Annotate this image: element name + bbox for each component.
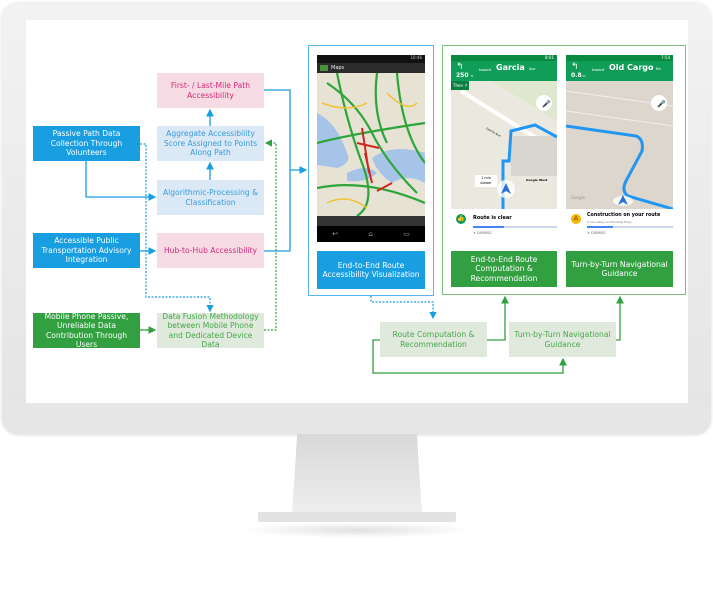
navigation-arrow-icon <box>618 195 628 205</box>
maps-app-bar: Maps <box>317 63 425 73</box>
map-label: Garcia Ave <box>486 126 502 138</box>
turn-by-turn-box: Turn-by-Turn Navigational Guidance <box>509 322 616 357</box>
route-computation-box: Route Computation & Recommendation <box>380 322 487 357</box>
route-computation-label-box: End-to-End Route Computation & Recommend… <box>451 251 557 287</box>
distance: 250 <box>456 72 469 79</box>
card-title: Route is clear <box>473 215 512 221</box>
data-fusion-box: Data Fusion Methodology between Mobile P… <box>157 311 264 349</box>
algorithmic-box: Algorithmic-Processing & Classification <box>157 180 264 215</box>
clock: 8:01 <box>545 55 554 60</box>
status-bar: 10:46 <box>317 55 425 63</box>
card-title: Construction on your route <box>587 213 661 218</box>
card-subtitle: 6 min delay on Kennedy Expy <box>587 220 632 224</box>
nav-map-1: Garcia Ave Google West 🎤 <box>451 81 557 217</box>
street-name: Garcia <box>496 63 525 72</box>
street-suffix: Ave <box>529 67 536 71</box>
aggregate-label: Aggregate Accessibility Score Assigned t… <box>163 129 258 158</box>
toward: toward <box>592 68 605 72</box>
monitor-shadow <box>240 522 474 538</box>
turn-by-turn-label: Turn-by-Turn Navigational Guidance <box>571 259 668 278</box>
turn-by-turn-text: Turn-by-Turn Navigational Guidance <box>514 330 611 349</box>
turn-left-icon: ↰ <box>456 62 464 72</box>
hub-to-hub-box: Hub-to-Hub Accessibility <box>157 233 264 268</box>
clock: 7:54 <box>661 55 670 60</box>
route-card: ⚠ Construction on your route 6 min delay… <box>566 209 673 242</box>
dismiss-label: DISMISS <box>477 231 492 235</box>
progress-fill <box>587 226 613 228</box>
nav-phone-2: 7:54 ↰ 0.8 mi toward Old Cargo Rd Google… <box>566 55 673 242</box>
visualization-label-box: End-to-End Route Accessibility Visualiza… <box>317 251 425 289</box>
map-label: Google <box>571 195 586 200</box>
public-transport-box: Accessible Public Transportation Advisor… <box>33 233 140 268</box>
algorithmic-label: Algorithmic-Processing & Classification <box>162 188 259 207</box>
turn-by-turn-label-box: Turn-by-Turn Navigational Guidance <box>566 251 673 287</box>
status-bar: 8:01 <box>451 55 557 61</box>
recents-icon[interactable]: ▭ <box>403 230 410 238</box>
aggregate-box: Aggregate Accessibility Score Assigned t… <box>157 126 264 161</box>
route-computation-label: End-to-End Route Computation & Recommend… <box>470 254 538 283</box>
data-fusion-label: Data Fusion Methodology between Mobile P… <box>162 311 259 349</box>
toward: toward <box>479 68 492 72</box>
eta-bubble: 1 min slower <box>475 175 497 187</box>
eta-bubble-text: 1 min slower <box>480 176 492 185</box>
then-banner: Then ↱ <box>451 81 469 90</box>
maps-icon <box>320 65 328 71</box>
clock: 10:46 <box>410 55 422 60</box>
back-icon[interactable]: ↩ <box>332 230 339 238</box>
mobile-phone-box: Mobile Phone Passive, Unreliable Data Co… <box>33 311 140 349</box>
navigation-frame <box>442 45 686 295</box>
mic-button[interactable] <box>536 95 552 111</box>
construction-icon: ⚠ <box>571 214 581 224</box>
nav-header: ↰ 250 ft toward Garcia Ave <box>451 61 557 81</box>
hub-to-hub-label: Hub-to-Hub Accessibility <box>163 245 258 255</box>
monitor-stand <box>292 434 422 514</box>
turn-left-icon: ↰ <box>571 62 579 72</box>
dismiss-label: DISMISS <box>591 231 606 235</box>
monitor-base <box>258 512 456 522</box>
nav-phone-1: 8:01 ↰ 250 ft toward Garcia Ave Garcia A… <box>451 55 557 242</box>
nav-map-2: Google 🎤 <box>566 81 673 209</box>
visualization-label: End-to-End Route Accessibility Visualiza… <box>322 260 420 279</box>
home-icon[interactable]: ⌂ <box>368 230 373 238</box>
first-last-mile-label: First- / Last-Mile Path Accessibility <box>170 81 251 100</box>
status-bar: 7:54 <box>566 55 673 61</box>
navigation-arrow-icon <box>501 183 511 194</box>
mic-icon: 🎤 <box>542 99 551 108</box>
public-transport-label: Accessible Public Transportation Advisor… <box>41 236 132 265</box>
first-last-mile-box: First- / Last-Mile Path Accessibility <box>157 73 264 108</box>
android-nav-bar[interactable]: ↩ ⌂ ▭ <box>317 226 425 242</box>
traffic-map-phone: 10:46 Maps ↩ ⌂ ▭ <box>317 55 425 242</box>
progress-bar <box>587 226 673 228</box>
route-card: 👍 Route is clear ✕ DISMISS <box>451 209 557 242</box>
distance: 0.8 <box>571 72 582 79</box>
mic-button[interactable] <box>651 95 667 111</box>
passive-path-box: Passive Path Data Collection Through Vol… <box>33 126 140 161</box>
mobile-phone-label: Mobile Phone Passive, Unreliable Data Co… <box>44 311 129 349</box>
street-name: Old Cargo <box>609 63 654 72</box>
route-computation-text: Route Computation & Recommendation <box>392 330 475 349</box>
map-label: Google West <box>526 178 548 182</box>
traffic-map <box>317 72 425 217</box>
thumbs-up-icon: 👍 <box>456 214 466 224</box>
mic-icon: 🎤 <box>657 99 666 108</box>
dismiss-button[interactable]: ✕ DISMISS <box>587 231 606 235</box>
progress-bar <box>473 226 557 228</box>
progress-fill <box>473 226 505 228</box>
map-toolbar[interactable] <box>317 216 425 226</box>
street-suffix: Rd <box>656 67 661 71</box>
passive-path-label: Passive Path Data Collection Through Vol… <box>50 129 123 158</box>
unit: ft <box>471 74 474 78</box>
then-label: Then <box>453 83 463 88</box>
monitor-chin <box>2 403 711 434</box>
nav-header: ↰ 0.8 mi toward Old Cargo Rd <box>566 61 673 81</box>
unit: mi <box>582 74 586 78</box>
dismiss-button[interactable]: ✕ DISMISS <box>473 231 492 235</box>
app-title: Maps <box>331 65 345 71</box>
